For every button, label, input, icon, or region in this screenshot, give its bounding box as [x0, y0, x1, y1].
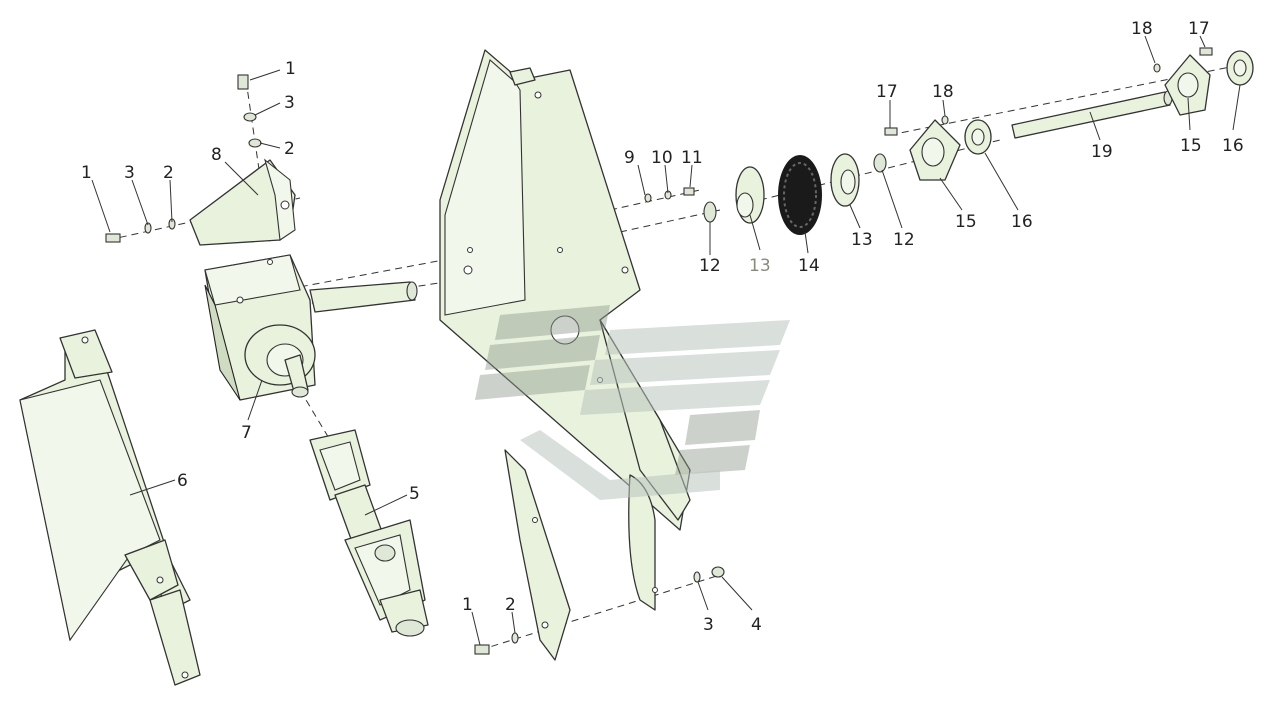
callout-8: 8 — [211, 145, 222, 165]
callout-4: 4 — [751, 615, 762, 635]
callout-13b: 13 — [851, 230, 873, 250]
chain-part-14 — [778, 155, 822, 235]
bracket-part-8 — [189, 158, 296, 246]
callout-2a: 2 — [284, 139, 295, 159]
callout-2b: 2 — [163, 163, 174, 183]
callout-17a: 17 — [876, 82, 898, 102]
callout-11: 11 — [681, 148, 703, 168]
callout-3b: 3 — [124, 163, 135, 183]
callout-2c: 2 — [505, 595, 516, 615]
cover-part-6 — [19, 329, 201, 686]
leader-lines — [91, 35, 1241, 646]
callout-18b: 18 — [1131, 19, 1153, 39]
callout-16b: 16 — [1222, 136, 1244, 156]
callout-15a: 15 — [955, 212, 977, 232]
callout-16a: 16 — [1011, 212, 1033, 232]
callout-7: 7 — [241, 423, 252, 443]
callout-12a: 12 — [699, 256, 721, 276]
callout-1b: 1 — [81, 163, 92, 183]
callout-12b: 12 — [893, 230, 915, 250]
callout-14: 14 — [798, 256, 820, 276]
cardan-shaft-part-5 — [309, 429, 429, 637]
callout-1a: 1 — [285, 59, 296, 79]
callout-13a: 13 — [749, 256, 771, 276]
callout-15b: 15 — [1180, 136, 1202, 156]
callout-18a: 18 — [932, 82, 954, 102]
callout-17b: 17 — [1188, 19, 1210, 39]
drive-components — [703, 50, 1254, 235]
callout-9: 9 — [624, 148, 635, 168]
callout-19: 19 — [1091, 142, 1113, 162]
callout-10: 10 — [651, 148, 673, 168]
gearbox-part-7 — [204, 254, 418, 401]
callout-5: 5 — [409, 484, 420, 504]
callout-3a: 3 — [284, 93, 295, 113]
watermark-logo — [475, 305, 790, 500]
callout-1c: 1 — [462, 595, 473, 615]
callout-6: 6 — [177, 471, 188, 491]
callout-3c: 3 — [703, 615, 714, 635]
callout-labels: 1 3 2 8 1 3 2 7 6 5 9 10 11 12 13 14 13 … — [81, 19, 1244, 635]
